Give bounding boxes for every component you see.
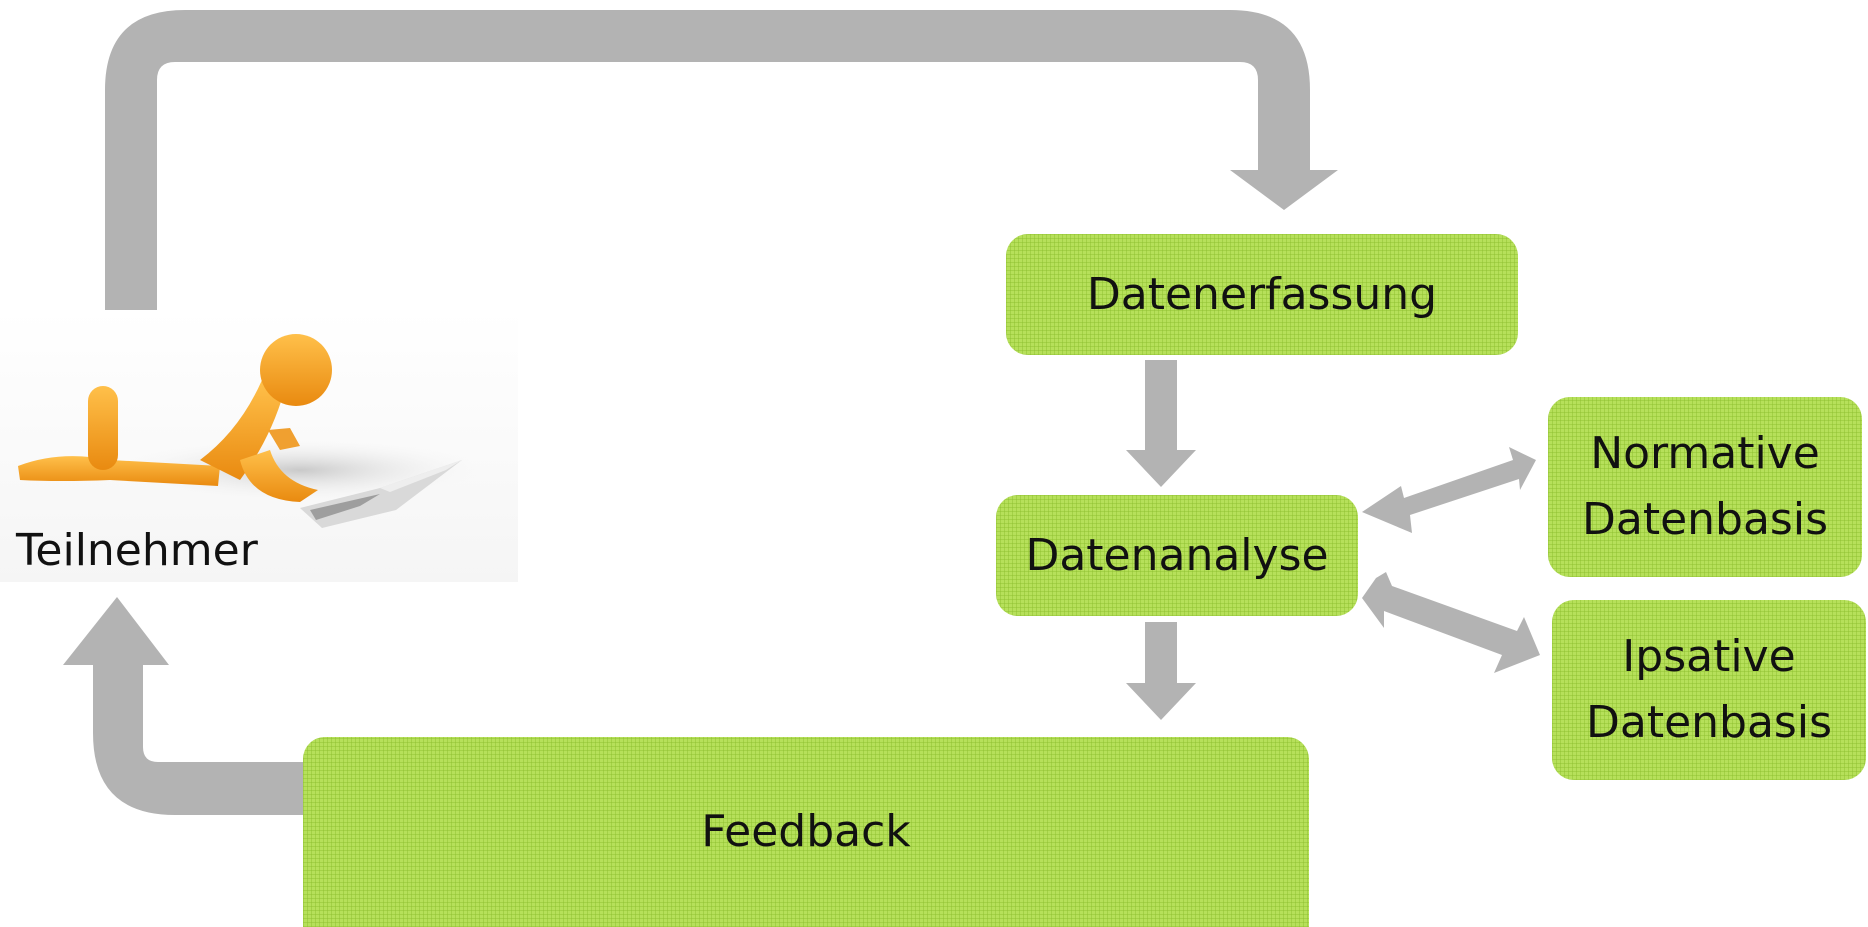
ipsative-label-line2: Datenbasis xyxy=(1585,697,1833,748)
arrow-feedback-to-participant xyxy=(63,597,303,815)
participant-label: Teilnehmer xyxy=(16,525,258,576)
arrow-analyse-to-feedback xyxy=(1126,622,1196,720)
participant-figure xyxy=(0,310,518,582)
arrow-erfassung-to-analyse xyxy=(1126,360,1196,487)
arrow-participant-to-erfassung xyxy=(105,10,1338,372)
arrow-analyse-ipsative xyxy=(1362,572,1540,673)
datenanalyse-label: Datenanalyse xyxy=(1025,529,1329,581)
feedback-box: Feedback xyxy=(303,737,1309,927)
person-lying-with-laptop-icon xyxy=(18,334,500,528)
ipsative-datenbasis-box: Ipsative Datenbasis xyxy=(1552,600,1866,780)
arrow-analyse-normative xyxy=(1362,447,1536,533)
datenanalyse-box: Datenanalyse xyxy=(996,495,1358,616)
datenerfassung-box: Datenerfassung xyxy=(1006,234,1518,355)
normative-label-line1: Normative xyxy=(1590,428,1820,479)
normative-datenbasis-box: Normative Datenbasis xyxy=(1548,397,1862,577)
ipsative-label-line1: Ipsative xyxy=(1622,631,1796,682)
datenerfassung-label: Datenerfassung xyxy=(1086,268,1438,320)
normative-label-line2: Datenbasis xyxy=(1581,494,1829,545)
feedback-label: Feedback xyxy=(701,806,911,857)
